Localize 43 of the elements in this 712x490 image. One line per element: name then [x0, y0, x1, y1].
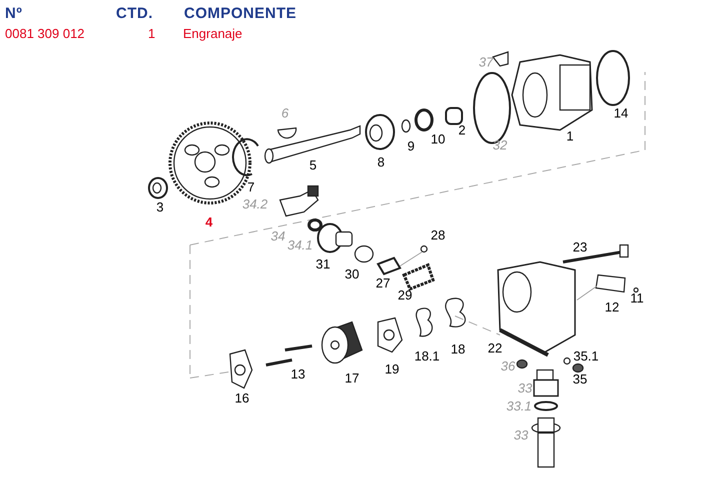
- callout-number: 2: [458, 124, 466, 136]
- callout-number: 33: [518, 382, 532, 394]
- callout-number: 34: [270, 230, 286, 242]
- callout-number: 31: [316, 258, 330, 270]
- callout-number: 7: [247, 180, 255, 194]
- callout-number: 34.1: [287, 238, 313, 252]
- callout-number: 30: [344, 268, 360, 280]
- callout-number: 35.1: [573, 350, 599, 362]
- callout-number: 14: [614, 106, 628, 120]
- callout-number: 13: [290, 368, 306, 380]
- callout-number: 4: [205, 216, 213, 228]
- callout-number: 6: [281, 106, 289, 120]
- callout-number: 16: [234, 392, 250, 404]
- callout-number: 10: [430, 132, 446, 146]
- table-cell: Engranaje: [183, 27, 242, 40]
- callout-number: 18.1: [414, 350, 440, 362]
- callout-number: 34.2: [242, 198, 268, 210]
- callout-number: 23: [572, 240, 588, 254]
- column-header: COMPONENTE: [184, 6, 297, 21]
- callout-number: 5: [309, 158, 317, 172]
- callout-number: 27: [376, 276, 390, 290]
- column-header: CTD.: [116, 6, 153, 21]
- callout-number: 29: [398, 288, 412, 302]
- callout-number: 18: [450, 342, 466, 356]
- callout-number: 37: [478, 56, 494, 68]
- callout-number: 35: [572, 372, 588, 386]
- table-cell: 1: [148, 27, 156, 40]
- callout-number: 12: [604, 300, 620, 314]
- column-header: Nº: [5, 6, 22, 21]
- callout-number: 33: [514, 428, 528, 442]
- callout-number: 8: [377, 156, 385, 168]
- callout-number: 28: [430, 228, 446, 242]
- callout-number: 11: [630, 292, 644, 304]
- callout-number: 1: [566, 130, 574, 142]
- callout-number: 17: [344, 372, 360, 384]
- callout-number: 19: [384, 362, 400, 376]
- callout-number: 22: [488, 342, 502, 354]
- callout-number: 3: [156, 200, 164, 214]
- callout-number: 9: [407, 140, 415, 152]
- callout-number: 32: [492, 138, 508, 152]
- callout-number: 36: [500, 360, 516, 372]
- table-cell: 0081 309 012: [5, 27, 85, 40]
- callout-number: 33.1: [506, 400, 532, 412]
